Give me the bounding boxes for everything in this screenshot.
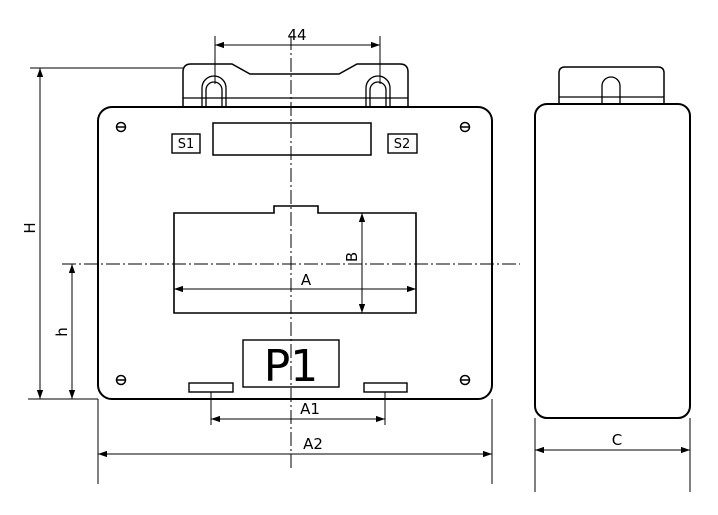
dim-B-label: B	[343, 252, 361, 262]
primary-window	[173, 205, 417, 314]
primary-p1-label: P1	[264, 341, 319, 392]
center-lines	[62, 36, 520, 470]
terminal-box-s2	[387, 133, 418, 154]
labels: 44 H h B A A1 A2 C S1 S2 P1	[21, 26, 622, 453]
screw-icon	[115, 121, 471, 386]
terminal-s1-label: S1	[178, 137, 195, 152]
right-bolt-loop	[365, 75, 391, 107]
terminal-box-s1	[171, 133, 201, 154]
terminal-s2-label: S2	[394, 137, 411, 152]
side-body	[534, 103, 691, 419]
dim-H-label: H	[21, 222, 39, 233]
dim-A1-label: A1	[300, 400, 320, 418]
side-bracket	[558, 66, 665, 105]
left-bolt-loop	[201, 75, 227, 107]
dim-A-label: A	[301, 271, 312, 289]
nameplate	[212, 122, 372, 156]
dim-44-label: 44	[287, 26, 306, 44]
dimension-lines	[28, 36, 691, 492]
dim-A2-label: A2	[303, 435, 323, 453]
dim-h-label: h	[53, 327, 71, 337]
side-view	[534, 66, 691, 419]
dim-C-label: C	[612, 431, 622, 449]
top-bracket	[182, 63, 409, 108]
